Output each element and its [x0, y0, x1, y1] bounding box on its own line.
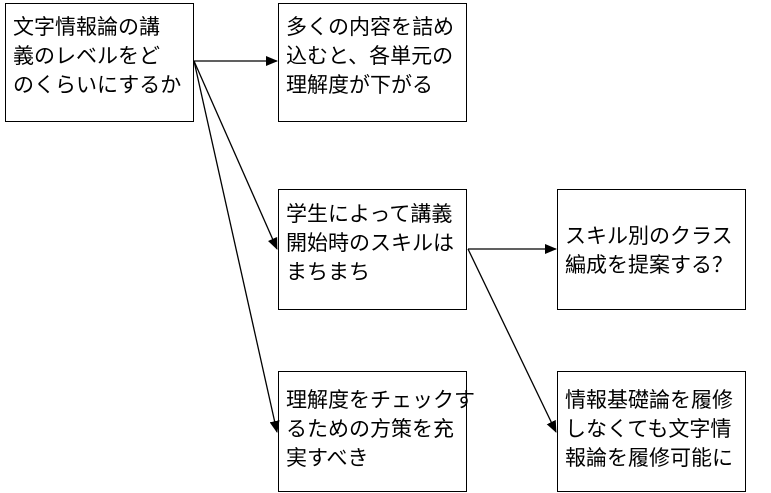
node-check-measures	[278, 371, 467, 492]
node-skill-classes	[557, 189, 746, 310]
node-skill-classes-text: スキル別のクラス 編成を提案する？	[565, 222, 733, 280]
arrow-level-to-skill-variance	[193, 60, 278, 250]
node-line: 理解度が下がる	[286, 73, 433, 97]
node-prerequisite	[557, 371, 746, 492]
node-line: 実すべき	[286, 446, 369, 470]
arrow-skill-variance-to-prerequisite	[467, 248, 557, 433]
node-line: まちまち	[286, 260, 370, 284]
node-line: スキル別のクラス	[565, 224, 733, 248]
node-line: 報論を履修可能に	[565, 446, 733, 470]
arrow-level-to-check-measures	[193, 60, 280, 433]
node-lecture-level	[5, 3, 194, 122]
node-line: 義のレベルをど	[13, 44, 160, 68]
node-line: 編成を提案する？	[565, 253, 733, 277]
node-line: 学生によって講義	[286, 202, 453, 226]
node-line: 理解度をチェックす	[286, 388, 475, 412]
node-skill-variance-text: 学生によって講義 開始時のスキルは まちまち	[286, 200, 454, 287]
node-line: 開始時のスキルは	[286, 231, 454, 255]
node-prerequisite-text: 情報基礎論を履修 しなくても文字情 報論を履修可能に	[565, 386, 733, 473]
node-line: 込むと、各単元の	[286, 44, 454, 68]
node-content-amount-text: 多くの内容を詰め 込むと、各単元の 理解度が下がる	[286, 13, 454, 100]
node-lecture-level-text: 文字情報論の講 義のレベルをど のくらいにするか	[13, 13, 181, 100]
node-content-amount	[278, 3, 467, 122]
node-check-measures-text: 理解度をチェックす るための方策を充 実すべき	[286, 386, 475, 473]
node-skill-variance	[278, 189, 467, 310]
node-line: 情報基礎論を履修	[565, 388, 733, 412]
node-line: のくらいにするか	[13, 73, 182, 97]
node-line: しなくても文字情	[565, 417, 732, 441]
node-line: 多くの内容を詰め	[286, 15, 454, 39]
node-line: 文字情報論の講	[13, 15, 160, 39]
node-line: るための方策を充	[286, 417, 454, 441]
